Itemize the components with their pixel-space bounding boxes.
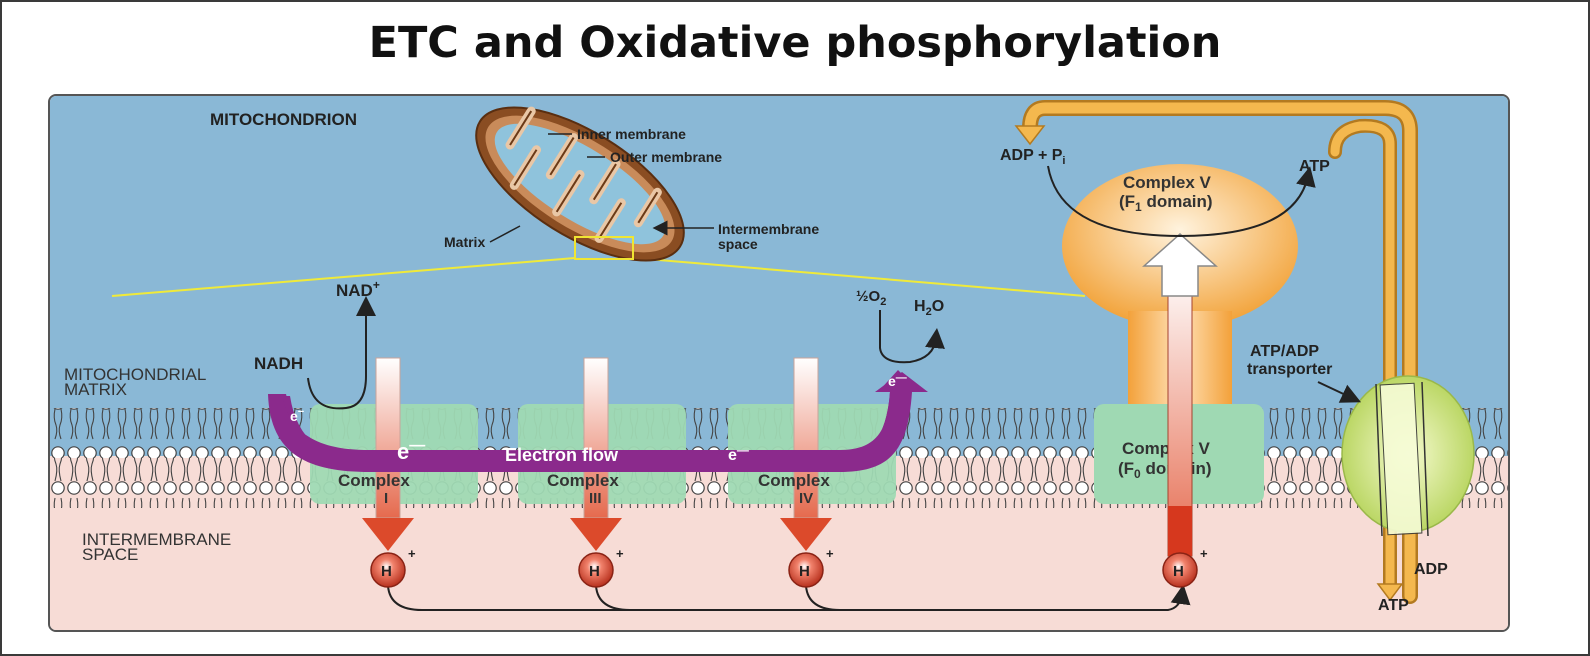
mitochondrial-matrix-label-1: MITOCHONDRIAL <box>64 365 206 384</box>
complex-iv-numeral: IV <box>799 490 813 507</box>
zoom-line-right <box>634 257 1086 297</box>
zoom-line-left <box>111 257 576 297</box>
matrix-leader <box>489 225 521 243</box>
outer-membrane-label: Outer membrane <box>610 149 722 165</box>
adp-pi-label: ADP + Pi <box>1000 147 1065 167</box>
mitochondrion-label: MITOCHONDRION <box>210 110 357 129</box>
svg-text:H: H <box>381 563 392 580</box>
svg-text:+: + <box>408 546 416 561</box>
proton-return-path <box>387 584 1191 611</box>
adp-to-atp-arc <box>1047 165 1316 238</box>
proton-i: H + <box>370 546 416 588</box>
complex-i-numeral: I <box>384 490 388 507</box>
svg-text:+: + <box>1200 546 1208 561</box>
nad-plus-label: NAD+ <box>336 278 380 300</box>
h2o-label: H2O <box>914 298 944 318</box>
o2-to-h2o-arrow <box>879 310 945 364</box>
complex-v-f1-line2: (F1 domain) <box>1119 192 1213 214</box>
atp-adp-transporter-label-1: ATP/ADP <box>1250 343 1319 360</box>
svg-text:H: H <box>799 563 810 580</box>
nadh-to-nad-arrow <box>307 296 376 410</box>
electron-label-end: e— <box>888 372 907 389</box>
electron-flow-label: Electron flow <box>505 445 619 465</box>
svg-text:+: + <box>826 546 834 561</box>
mitochondrion-illustration <box>475 106 685 262</box>
proton-iv: H + <box>788 546 834 588</box>
inner-membrane-label: Inner membrane <box>577 126 686 142</box>
complex-iv-label: Complex <box>758 471 830 490</box>
intermembrane-space-label-2: space <box>718 236 758 252</box>
complex-v-f0-line2: (F0 domain) <box>1118 459 1212 481</box>
intermembrane-region-label-2: SPACE <box>82 545 138 564</box>
proton-channel-iii <box>570 357 622 551</box>
transporter-leader <box>1317 381 1362 403</box>
electron-flow-band <box>268 372 928 472</box>
adp-pipe-arrowhead <box>1014 125 1046 146</box>
half-o2-label: ½O2 <box>856 288 886 308</box>
electron-label-1: e— <box>397 437 425 464</box>
atp-bottom-label: ATP <box>1378 597 1409 614</box>
page-title: ETC and Oxidative phosphorylation <box>368 18 1222 68</box>
complex-iii-label: Complex <box>547 471 619 490</box>
proton-iii: H + <box>578 546 624 588</box>
complex-i-label: Complex <box>338 471 410 490</box>
zoom-box <box>574 236 634 260</box>
proton-channel-i <box>362 357 414 551</box>
complex-v-f0-line1: Complex V <box>1122 439 1211 458</box>
svg-text:H: H <box>589 563 600 580</box>
svg-text:+: + <box>616 546 624 561</box>
atp-adp-pipe <box>1022 100 1418 604</box>
electron-label-2: e— <box>728 443 749 464</box>
proton-complex-v: H + <box>1162 546 1208 588</box>
matrix-label: Matrix <box>444 234 485 250</box>
diagram-panel: MITOCHONDRION Inner membrane Outer membr… <box>48 94 1510 632</box>
proton-channel-iv <box>780 357 832 551</box>
etc-diagram: MITOCHONDRION Inner membrane Outer membr… <box>50 96 1508 630</box>
adp-bottom-label: ADP <box>1414 561 1448 578</box>
svg-text:H: H <box>1173 563 1184 580</box>
nadh-label: NADH <box>254 354 303 373</box>
complex-v-f1-line1: Complex V <box>1123 173 1212 192</box>
mitochondrial-matrix-label-2: MATRIX <box>64 380 127 399</box>
atp-adp-transporter-label-2: transporter <box>1247 361 1332 378</box>
electron-label-start: e− <box>290 406 304 424</box>
intermembrane-space-label-1: Intermembrane <box>718 221 819 237</box>
atp-top-label: ATP <box>1299 158 1330 175</box>
complex-iii-numeral: III <box>589 490 602 507</box>
intermembrane-region-label-1: INTERMEMBRANE <box>82 530 231 549</box>
atp-pipe-arrowhead <box>1376 583 1404 602</box>
complex-v-up-arrow <box>1142 232 1218 297</box>
